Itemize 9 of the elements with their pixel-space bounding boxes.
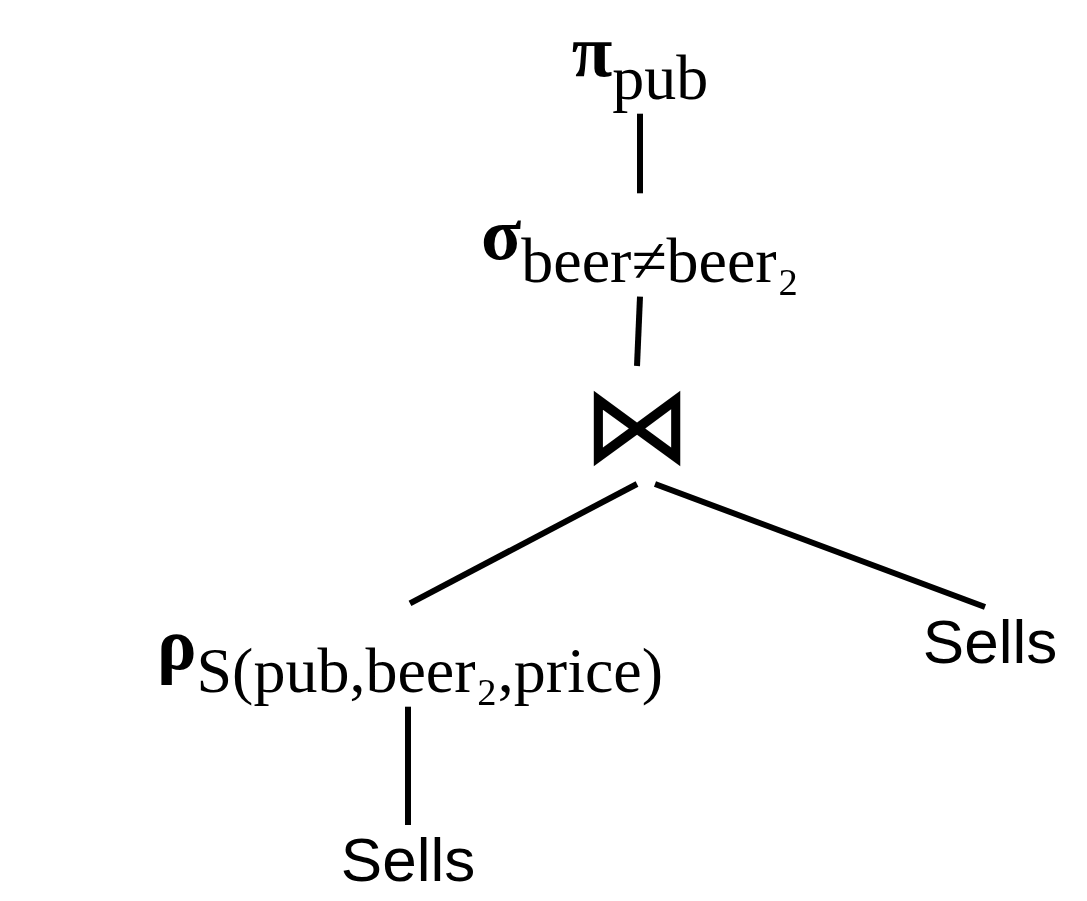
selection-operator: σ$_{beer≠beer₂}$ (481, 197, 799, 293)
relation-name: Sells (340, 829, 476, 891)
connector-line (408, 481, 639, 606)
connector-line (634, 296, 643, 367)
connector-line (405, 706, 411, 825)
connector-line (637, 113, 643, 194)
relation-name: Sells (922, 611, 1058, 673)
connector-line (653, 481, 987, 610)
join-operator: ⋈ (582, 370, 692, 480)
